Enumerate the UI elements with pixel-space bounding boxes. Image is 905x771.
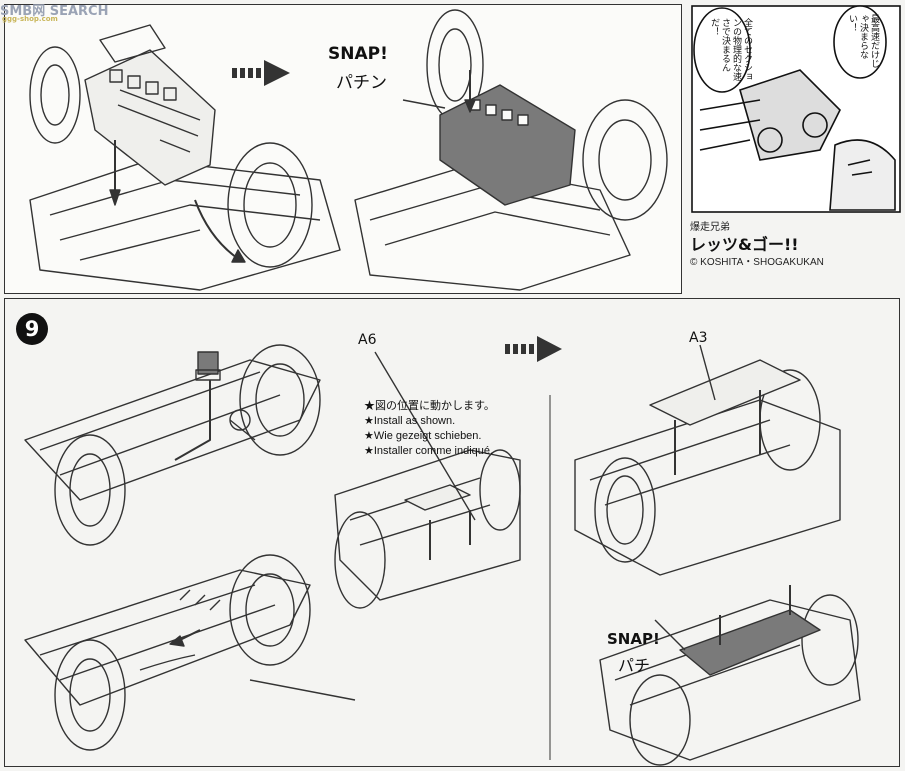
- step9-snap-label: SNAP!: [607, 630, 660, 648]
- step8-direction-arrow: [232, 60, 290, 86]
- manga-title: レッツ&ゴー!!: [690, 235, 799, 254]
- watermark-sub: ggg-shop.com: [2, 15, 58, 23]
- manga-bubble-left: 全てのセクションの物理的な速さで決まるんだ！: [709, 18, 752, 81]
- part-label-a6: A6: [358, 332, 377, 348]
- instruction-fr: ★Installer comme indiqué.: [364, 445, 494, 457]
- instruction-de: ★Wie gezeigt schieben.: [364, 430, 482, 442]
- step-9-number: 9: [16, 313, 48, 345]
- manga-series-jp: 爆走兄弟: [690, 222, 730, 233]
- step8-chassis-before: [29, 24, 341, 291]
- manga-panel: [691, 5, 901, 213]
- step8-snap-label: SNAP!: [328, 44, 388, 64]
- step-9-panel: [4, 298, 900, 767]
- manga-copyright: © KOSHITA・SHOGAKUKAN: [690, 257, 824, 268]
- step9-instructions: ★図の位置に動かします。 ★Install as shown. ★Wie gez…: [364, 399, 495, 459]
- manga-bubble-right: 最高速だけじゃ決まらない！: [847, 14, 879, 68]
- step8-chassis-after: [354, 9, 668, 291]
- step9-chassis-switch: [24, 344, 321, 546]
- watermark-logo: SMB网 SEARCH ggg-shop.com: [0, 0, 109, 23]
- watermark-brand: SMB网 SEARCH: [0, 4, 109, 19]
- step9-snap-jp-label: パチ: [618, 656, 651, 675]
- part-label-a3: A3: [689, 330, 708, 346]
- step9-chassis-slid: [24, 554, 356, 751]
- step9-cover-a3: [574, 344, 841, 576]
- step9-direction-arrow: [505, 336, 562, 362]
- instruction-jp: ★図の位置に動かします。: [364, 400, 495, 412]
- step8-snap-jp-label: パチン: [336, 73, 387, 93]
- step9-cover-snapped: [599, 585, 861, 766]
- step9-closeup-a6: [334, 351, 521, 609]
- instruction-en: ★Install as shown.: [364, 415, 456, 427]
